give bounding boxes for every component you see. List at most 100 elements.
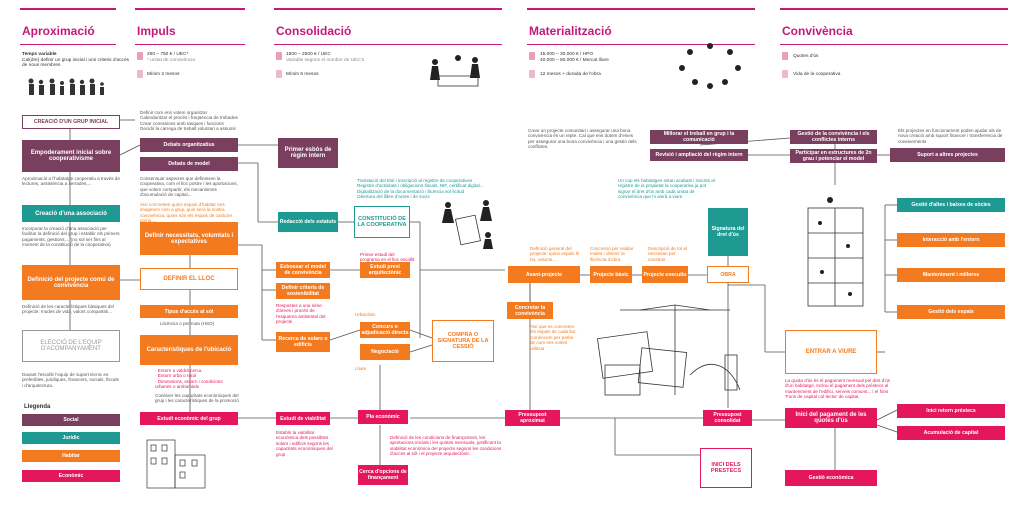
debats-model-box: Debats de model: [140, 157, 238, 171]
consol-note-3: Respostes a una sèrie d'àrees i procés d…: [276, 303, 326, 325]
circle-people-illustration: [670, 40, 750, 90]
conv-time: Vida de la cooperativa: [793, 72, 841, 77]
definicio-projecte-box: Definició del projecte comú de convivènc…: [22, 265, 120, 300]
creacio-associacio-box: Creació d'una associació: [22, 205, 120, 222]
definir-necessitats-box: Definir necessitats, volumtats i expecta…: [140, 222, 238, 255]
phase-title-aproximacio: Aproximació: [22, 24, 95, 38]
consol-note-7: Lliure: [355, 366, 367, 371]
impuls-time: Mínim 2 mesos: [147, 72, 180, 77]
concurs-box: Concurs o adjudicació directa: [360, 322, 410, 338]
participar-box: Participar en estructures de 2n grau i p…: [790, 149, 877, 163]
phase-title-impuls: Impuls: [137, 24, 176, 38]
creacio-grup-box: CREACIÓ D'UN GRUP INICIAL: [22, 115, 120, 129]
gestio-espais-box: Gestió dels espais: [897, 305, 1005, 319]
aprox-info-2: de nous membres: [22, 63, 61, 68]
aprox-note-1: Aproximació a l'habitatge cooperatiu a t…: [22, 176, 120, 187]
estudi-previ-box: Estudi previ arquitectònic: [360, 262, 410, 278]
mat-time: 12 mesos + durada de l'obra: [540, 72, 601, 77]
gestio-altes-box: Gestió d'altes i baixes de sòcies: [897, 198, 1005, 212]
negociacio-box: Negociació: [360, 344, 410, 360]
calculator-icon: [137, 52, 143, 60]
definir-criteris-box: Definir criteris de sostenibilitat: [276, 283, 330, 299]
impuls-cost: 250 – 750 € / UEC*: [147, 52, 189, 57]
estudi-viabilitat-box: Estudi de viabilitat: [276, 412, 330, 425]
impuls-note-6: Conèixer les capacitats econòmiques del …: [155, 393, 239, 404]
esbossar-model-box: Esbossar el model de convivència: [276, 262, 330, 278]
phase-title-convivencia: Convivència: [782, 24, 853, 38]
clock-icon: [137, 70, 143, 78]
mat-note-4: Concreció per validar mides i obtenir la…: [590, 246, 634, 262]
empoderament-box: Empoderament inicial sobre cooperativism…: [22, 140, 120, 172]
suport-box: Suport a altres projectes: [890, 148, 1005, 162]
consol-cost-note: Variable segons el nombre de UEC's: [286, 58, 365, 63]
consol-note-4: Establir la viabilitat econòmica dels po…: [276, 430, 333, 457]
estudi-economic-box: Estudi econòmic del grup: [140, 412, 238, 425]
phase-title-materialitzacio: Materialització: [529, 24, 612, 38]
group-people-illustration: [25, 78, 113, 96]
avant-projecte-box: Avant-projecte: [508, 266, 580, 283]
redaccio-estatuts-box: Redacció dels estatuts: [278, 212, 338, 232]
impuls-note-4: Llicència o permuta (HSO): [160, 321, 215, 326]
conv-note-1: Els projectes en funcionament poden ajud…: [898, 128, 1003, 144]
consol-cost: 1500 – 2500 € / UEC: [286, 52, 331, 57]
calculator-icon: [276, 52, 282, 60]
calculator-icon: [782, 52, 788, 60]
legend-economic: Econòmic: [22, 470, 120, 482]
consol-note-1: Tramitació del títol i inscripció al reg…: [357, 178, 484, 200]
caracteristiques-box: Característiques de l'ubicació: [140, 335, 238, 365]
building-sketch-illustration: [142, 430, 212, 490]
obra-box: OBRA: [707, 266, 749, 283]
aprox-time: Temps variable: [22, 52, 57, 57]
people-document-illustration: [438, 195, 498, 250]
mat-note-6: Així que es concreten els espais de cada…: [530, 324, 577, 351]
consol-time: Mínim 6 mesos: [286, 72, 319, 77]
recerca-solars-box: Recerca de solars o edificis: [276, 332, 330, 352]
mat-note-1: Crear un projecte comunitari i assegurar…: [528, 128, 637, 150]
aprox-info-1: Cal(dre) definir un grup inicial i uns c…: [22, 58, 130, 63]
revisio-regim-box: Revisió i ampliació del règim intern: [650, 149, 748, 161]
debats-organitzatius-box: Debats organitzatius: [140, 138, 238, 152]
projecte-executiu-box: Projecte executiu: [642, 266, 688, 283]
eleccio-equip-box: ELECCIÓ DE L'EQUIP D'ACOMPANYAMENT: [22, 330, 120, 362]
consol-note-5: Definició de les condicions de finançame…: [390, 435, 502, 457]
tipus-acces-box: Tipus d'accés al sòl: [140, 305, 238, 318]
acumulacio-box: Acumulació de capital: [897, 426, 1005, 440]
legend-social: Social: [22, 414, 120, 426]
inici-prestecs-box: INICI DELS PRESTECS: [700, 448, 752, 488]
inici-pagament-box: Inici del pagament de les quotes d'ús: [785, 408, 877, 428]
gestio-convivencia-box: Gestió de la convivència i els conflicte…: [790, 130, 877, 144]
primer-esbos-box: Primer esbós de règim intern: [278, 138, 338, 168]
mat-cost: 15.000 – 30.000 € / HPO: [540, 52, 594, 57]
cerca-opcions-box: Cerca d'opcions de finançament: [358, 465, 408, 485]
mat-note-3: Definició general del projecte: quins es…: [530, 246, 580, 262]
impuls-note-2: Consensuar aspectes que defineixen la co…: [140, 176, 238, 198]
impuls-note-1: Definir com ens volem organitzar Calenda…: [140, 110, 238, 132]
impuls-note-5: · Entorn a valdrà cerca · Entorn urbà o …: [155, 368, 223, 390]
pressupost-consol-box: Pressupost consolidat: [703, 410, 752, 426]
clock-icon: [782, 70, 788, 78]
consol-note-6: Urbanístic: [355, 312, 376, 317]
calculator-icon: [529, 52, 535, 60]
constitucio-box: CONSTITUCIÓ DE LA COOPERATIVA: [354, 206, 410, 238]
definir-lloc-box: DEFINIR EL LLOC: [140, 268, 238, 290]
phase-title-consolidacio: Consolidació: [276, 24, 352, 38]
pla-economic-box: Pla econòmic: [358, 410, 408, 424]
mat-note-2: Un cop els habitatges estan acabats i in…: [618, 178, 715, 200]
millorar-treball-box: Millorar el treball en grup i la comunic…: [650, 130, 748, 144]
clock-icon: [276, 70, 282, 78]
entrar-viure-box: ENTRAR A VIURE: [785, 330, 877, 374]
consol-note-2: Primer estudi del programa en el lloc es…: [360, 252, 415, 263]
mat-note-5: Descripció de tot el necessari per const…: [648, 246, 688, 262]
clock-icon: [529, 70, 535, 78]
concretar-convivencia-box: Concretar la convivència: [507, 302, 553, 319]
manteniment-box: Manteniment i millores: [897, 268, 1005, 282]
legend-juridic: Jurídic: [22, 432, 120, 444]
aprox-note-3: Definició de les característiques bàsiqu…: [22, 304, 114, 315]
legend-habitar: Habitar: [22, 450, 120, 462]
mat-cost-2: 40.000 – 60.000 € / Mercat lliure: [540, 58, 609, 63]
pressupost-aprox-box: Pressupost aproximat: [505, 410, 560, 426]
conv-note-2: La quota d'ús és el pagament mensual pel…: [785, 378, 890, 400]
conv-cost: Quotes d'ús: [793, 54, 819, 59]
legend-title: Llegenda: [24, 404, 51, 410]
gestio-economica-box: Gestió econòmica: [785, 470, 877, 486]
